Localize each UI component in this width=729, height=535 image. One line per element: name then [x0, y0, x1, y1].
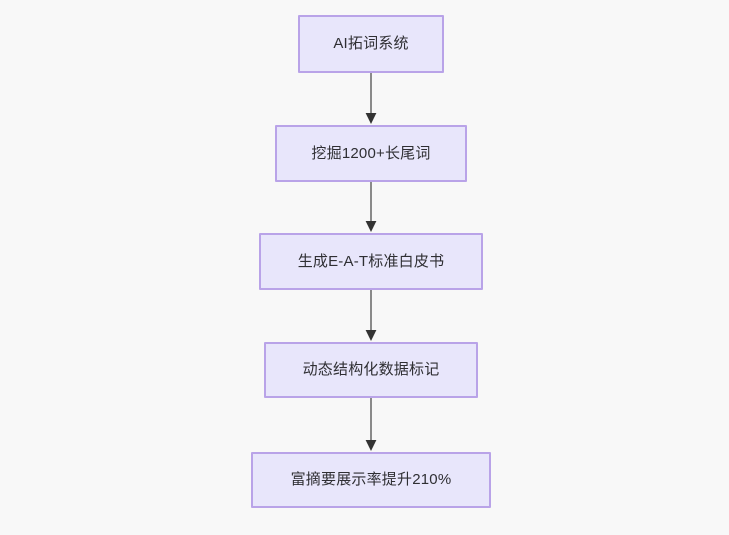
connector-node-3-to-node-4	[361, 290, 381, 342]
arrow-icon	[365, 398, 377, 451]
flow-node-dynamic-structured-data-markup[interactable]: 动态结构化数据标记	[264, 342, 478, 398]
connector-node-2-to-node-3	[361, 182, 381, 233]
flow-node-label: 挖掘1200+长尾词	[311, 144, 431, 162]
flow-node-mine-longtail-keywords[interactable]: 挖掘1200+长尾词	[275, 125, 467, 182]
flow-node-label: 富摘要展示率提升210%	[290, 471, 452, 488]
connector-node-1-to-node-2	[361, 73, 381, 125]
flow-node-label: 生成E-A-T标准白皮书	[297, 252, 445, 270]
arrow-icon	[365, 73, 377, 124]
flow-node-ai-keyword-system[interactable]: AI拓词系统	[298, 15, 444, 73]
flow-node-generate-eat-whitepaper[interactable]: 生成E-A-T标准白皮书	[259, 233, 483, 290]
flow-node-label: 动态结构化数据标记	[302, 361, 440, 378]
flow-node-label: AI拓词系统	[333, 35, 409, 52]
connector-node-4-to-node-5	[361, 398, 381, 452]
arrow-icon	[365, 182, 377, 232]
flow-node-rich-snippet-impression-uplift[interactable]: 富摘要展示率提升210%	[251, 452, 491, 508]
arrow-icon	[365, 290, 377, 341]
